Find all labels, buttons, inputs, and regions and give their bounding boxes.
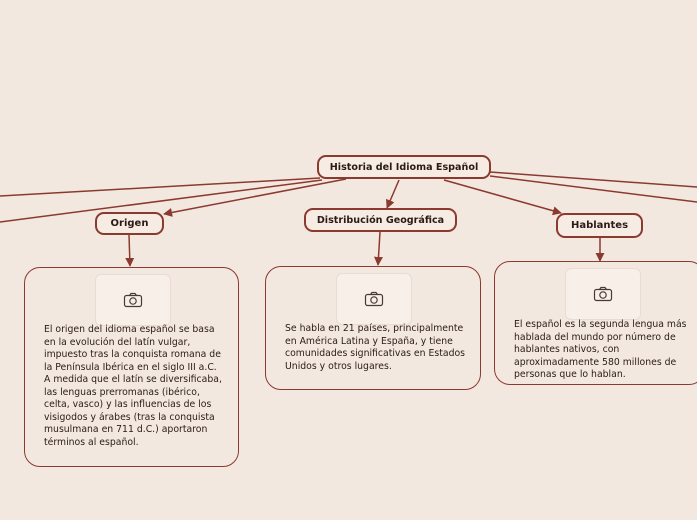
topic-hablantes[interactable]: Hablantes bbox=[556, 213, 643, 238]
connector-offscreen-right-1 bbox=[489, 171, 697, 188]
connector-root-hablantes bbox=[443, 179, 562, 216]
camera-icon bbox=[364, 291, 384, 307]
card-distribucion-text: Se habla en 21 países, principalmente en… bbox=[285, 323, 465, 372]
connector-root-origen bbox=[163, 178, 347, 217]
topic-distribucion-label: Distribución Geográfica bbox=[316, 214, 445, 226]
camera-icon bbox=[593, 286, 613, 302]
connector-offscreen-left-2 bbox=[0, 179, 323, 223]
connector-origen-card bbox=[125, 234, 135, 267]
image-placeholder-distribucion[interactable] bbox=[336, 273, 412, 325]
card-hablantes[interactable]: El español es la segunda lengua más habl… bbox=[494, 261, 697, 385]
card-origen-text: El origen del idioma español se basa en … bbox=[44, 324, 222, 448]
camera-icon bbox=[123, 292, 143, 308]
card-distribucion[interactable]: Se habla en 21 países, principalmente en… bbox=[265, 266, 481, 390]
connector-distribucion-card bbox=[373, 231, 383, 266]
root-topic-label: Historia del Idioma Español bbox=[329, 161, 479, 173]
image-placeholder-origen[interactable] bbox=[95, 274, 171, 326]
card-origen[interactable]: El origen del idioma español se basa en … bbox=[24, 267, 239, 467]
card-hablantes-text: El español es la segunda lengua más habl… bbox=[514, 319, 687, 380]
connector-root-distribucion bbox=[386, 179, 400, 209]
topic-hablantes-label: Hablantes bbox=[570, 220, 629, 231]
connector-offscreen-left-1 bbox=[0, 177, 321, 197]
topic-origen-label: Origen bbox=[110, 218, 149, 229]
topic-distribucion[interactable]: Distribución Geográfica bbox=[304, 208, 457, 232]
root-topic[interactable]: Historia del Idioma Español bbox=[317, 155, 491, 179]
topic-origen[interactable]: Origen bbox=[95, 212, 164, 235]
image-placeholder-hablantes[interactable] bbox=[565, 268, 641, 320]
connector-offscreen-right-2 bbox=[489, 175, 697, 203]
